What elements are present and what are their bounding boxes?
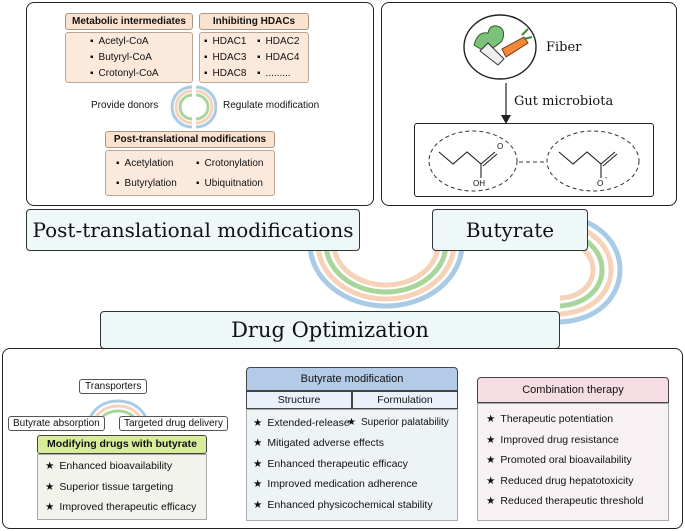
metabolic-item: Acetyl-CoA xyxy=(90,36,149,47)
butyrate-modification-header: Butyrate modification xyxy=(246,367,458,391)
molecule-box: OH O O - xyxy=(414,123,654,197)
hdac-list: HDAC1 HDAC2 HDAC3 HDAC4 HDAC8 ......... xyxy=(199,32,309,83)
hdac-item: HDAC3 xyxy=(204,52,247,63)
ptm-list: Acetylation Crotonylation Butyrylation U… xyxy=(105,150,275,196)
transporters-label: Transporters xyxy=(79,379,148,394)
provide-donors-label: Provide donors xyxy=(91,100,159,111)
metabolic-list: Acetyl-CoA Butyryl-CoA Crotonyl-CoA xyxy=(65,32,193,83)
structure-tab: Structure xyxy=(246,391,352,409)
hdac-item: HDAC1 xyxy=(204,36,247,47)
ptm-item: Acetylation xyxy=(116,158,174,169)
ptm-ring xyxy=(170,85,217,129)
ptm-banner: Post-translational modifications xyxy=(26,209,360,251)
butyrate-panel: Fiber Gut microbiota OH O O - xyxy=(381,2,677,206)
regulate-modification-label: Regulate modification xyxy=(223,100,320,111)
palatability-item: Superior palatability xyxy=(347,413,449,434)
metabolic-item: Butyryl-CoA xyxy=(90,52,152,63)
targeted-drug-delivery-label: Targeted drug delivery xyxy=(119,416,228,431)
combination-item: Reduced drug hepatotoxicity xyxy=(486,471,643,492)
ptm-panel: Metabolic intermediates Acetyl-CoA Butyr… xyxy=(26,2,374,206)
modifying-item: Superior tissue targeting xyxy=(45,477,196,498)
butyrate-modification-list: Mitigated adverse effects Enhanced thera… xyxy=(253,433,433,516)
butyrate-modification-item: Mitigated adverse effects xyxy=(253,433,433,454)
butyrate-banner: Butyrate xyxy=(432,209,588,251)
combination-item: Promoted oral bioavailability xyxy=(486,450,643,471)
ptm-item: Ubiquitnation xyxy=(196,178,263,189)
hdac-item: ......... xyxy=(257,68,291,79)
formulation-tab: Formulation xyxy=(352,391,458,409)
modifying-header: Modifying drugs with butyrate xyxy=(37,435,207,454)
hdac-item: HDAC4 xyxy=(257,52,300,63)
combination-item: Therapeutic potentiation xyxy=(486,409,643,430)
ptm-item: Butyrylation xyxy=(116,178,177,189)
gut-microbiota-label: Gut microbiota xyxy=(514,94,614,109)
fiber-icon xyxy=(463,14,537,80)
ptm-header: Post-translational modifications xyxy=(105,131,275,148)
butyrate-absorption-label: Butyrate absorption xyxy=(8,416,105,431)
metabolic-item: Crotonyl-CoA xyxy=(90,68,159,79)
drug-optimization-panel: Transporters Butyrate absorption Targete… xyxy=(2,348,683,529)
combination-list: Therapeutic potentiation Improved drug r… xyxy=(486,409,643,512)
hdac-header: Inhibiting HDACs xyxy=(199,13,309,30)
fiber-label: Fiber xyxy=(546,40,582,55)
modifying-item: Enhanced bioavailability xyxy=(45,456,196,477)
modifying-list: Enhanced bioavailability Superior tissue… xyxy=(45,456,196,518)
butyrate-modification-item: Enhanced therapeutic efficacy xyxy=(253,454,433,475)
hdac-item: HDAC2 xyxy=(257,36,300,47)
butyrate-modification-item: Enhanced physicochemical stability xyxy=(253,495,432,516)
arrow-down-icon xyxy=(501,83,511,124)
o-label: O xyxy=(497,142,504,151)
butyrate-molecule xyxy=(428,130,640,192)
combination-header: Combination therapy xyxy=(477,377,669,403)
combination-item: Reduced therapeutic threshold xyxy=(486,491,643,512)
combination-item: Improved drug resistance xyxy=(486,430,643,451)
charge-label: - xyxy=(605,175,608,182)
hdac-item: HDAC8 xyxy=(204,68,247,79)
oh-label: OH xyxy=(473,179,485,188)
ptm-item: Crotonylation xyxy=(196,158,264,169)
drug-optimization-banner: Drug Optimization xyxy=(100,311,560,349)
modifying-item: Improved therapeutic efficacy xyxy=(45,497,196,518)
o-minus-label: O xyxy=(597,179,604,188)
metabolic-header: Metabolic intermediates xyxy=(65,13,193,30)
butyrate-modification-item: Improved medication adherence xyxy=(253,474,433,495)
extended-release-item: Extended-release xyxy=(253,413,349,434)
